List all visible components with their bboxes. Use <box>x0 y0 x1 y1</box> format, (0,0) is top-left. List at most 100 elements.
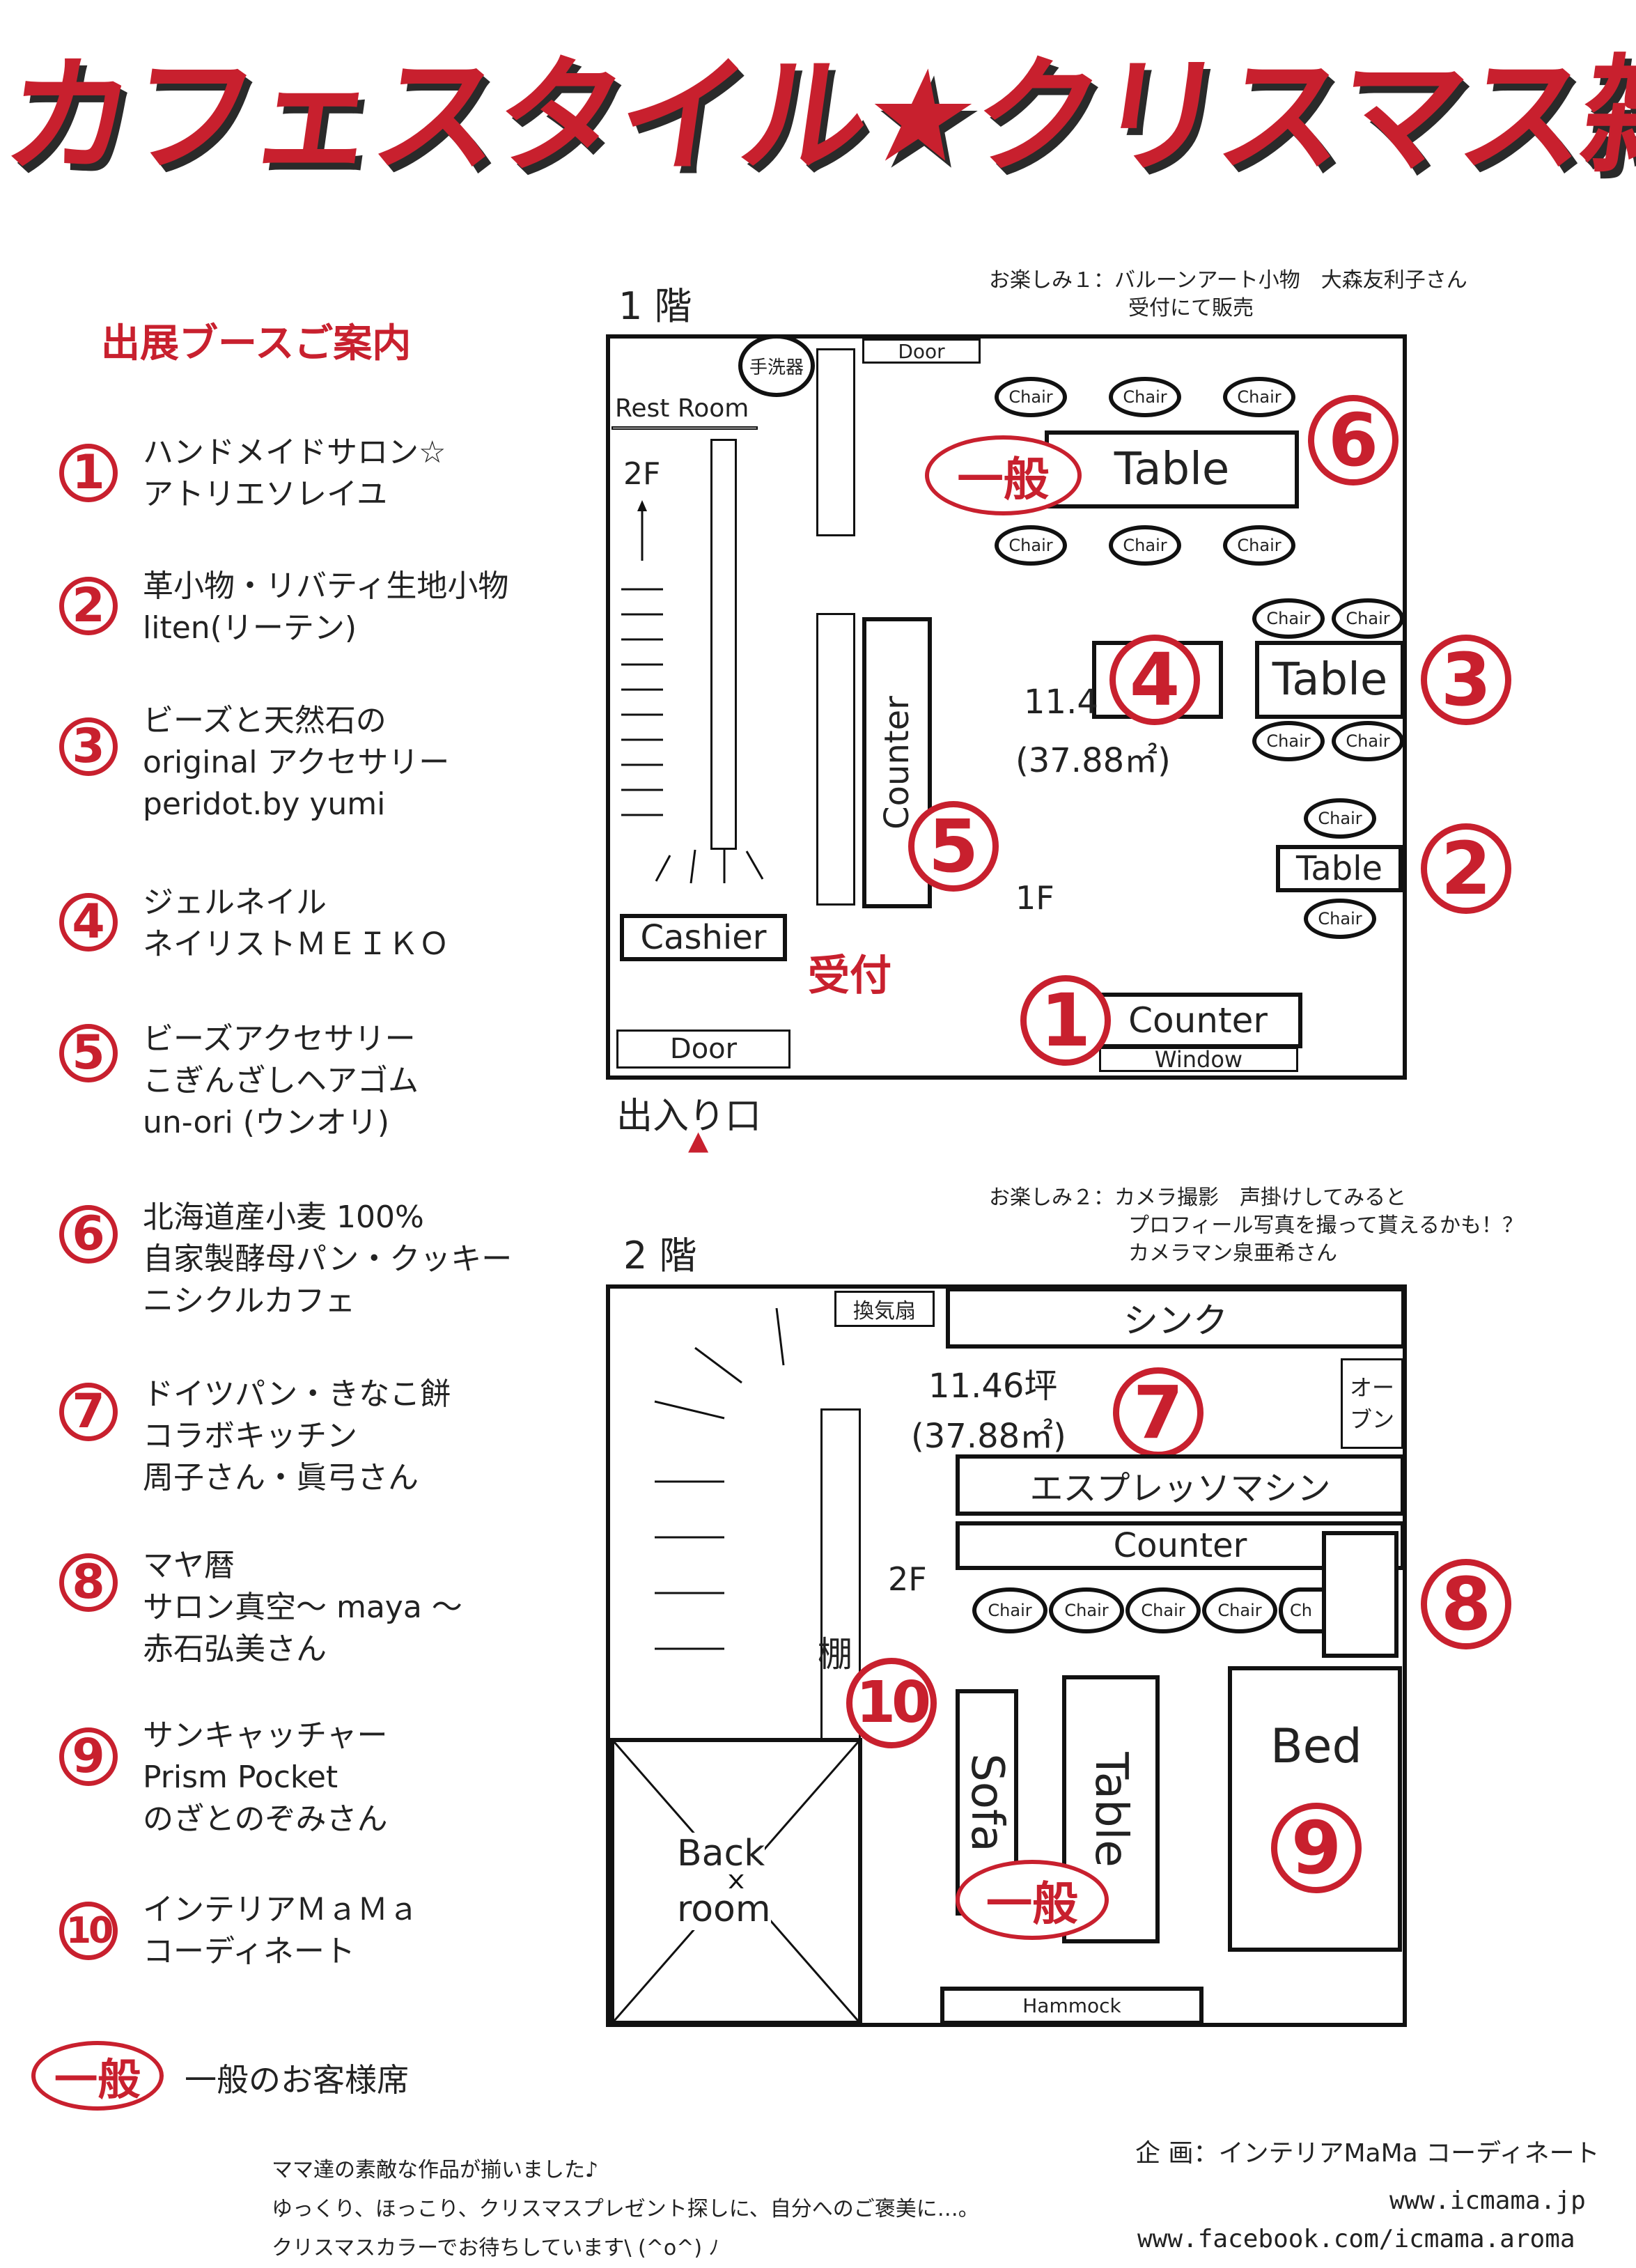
legend-item-2: 革小物・リバティ生地小物 liten(リーテン) <box>143 566 508 649</box>
floor1-stairs <box>621 500 764 884</box>
footer-organizer: 企 画：インテリアMaMa コーディネート <box>1135 2139 1600 2168</box>
floor2-ippan-badge: 一般 <box>956 1860 1109 1940</box>
floor2-oven: オー ブン <box>1341 1358 1403 1449</box>
floor2-espresso-machine: エスプレッソマシン <box>956 1454 1405 1516</box>
legend-item-4: ジェルネイル ネイリストＭＥＩＫＯ <box>143 882 449 965</box>
floor2-area-sqm: (37.88㎡) <box>911 1417 1066 1456</box>
legend-item-10: インテリアＭａＭａ コーディネート <box>143 1889 419 1973</box>
legend-line: こぎんざしヘアゴム <box>143 1063 419 1098</box>
note-line: プロフィール写真を撮って貰えるかも！？ <box>1128 1213 1523 1238</box>
legend-number-5: 5 <box>59 1024 118 1082</box>
legend-line: ニシクルカフェ <box>143 1283 356 1319</box>
legend-line: インテリアＭａＭａ <box>143 1892 419 1927</box>
floor1-wall-upper <box>816 348 855 536</box>
chair: Ch <box>1279 1587 1322 1633</box>
chair: Chair <box>995 377 1067 417</box>
legend-line: liten(リーテン) <box>143 610 357 646</box>
legend-line: のざとのぞみさん <box>143 1801 388 1837</box>
floor2-vent-fan: 換気扇 <box>834 1291 935 1327</box>
legend-number-2: 2 <box>59 577 118 635</box>
legend-number-7: 7 <box>59 1383 118 1441</box>
floor1-stair-rail <box>710 439 737 850</box>
booth-5-marker: 5 <box>908 801 999 892</box>
chair: Chair <box>1202 1587 1277 1633</box>
footer-line: クリスマスカラーでお待ちしています\ (^o^) ﾉ <box>272 2236 719 2260</box>
legend-number-8: 8 <box>59 1553 118 1612</box>
chair: Chair <box>1252 598 1325 639</box>
legend-line: サンキャッチャー <box>143 1718 388 1753</box>
booth-3-marker: 3 <box>1421 635 1511 725</box>
floor1-counter-1: Counter <box>1093 993 1302 1048</box>
floor1-reception: 受付 <box>808 952 891 1000</box>
booth-6-marker: 6 <box>1308 395 1399 486</box>
legend-line: Prism Pocket <box>143 1760 338 1795</box>
booth-10-marker: 10 <box>846 1658 937 1748</box>
counter-label: Counter <box>878 696 917 830</box>
chair: Chair <box>1125 1587 1201 1633</box>
chair: Chair <box>1304 899 1376 939</box>
chair: Chair <box>1304 798 1376 839</box>
floor2-back-room: Back room <box>610 1738 862 2025</box>
legend-number-4: 4 <box>59 893 118 952</box>
chair: Chair <box>1109 377 1181 417</box>
floor2-area: 11.46坪 <box>928 1367 1058 1406</box>
oven-label-a: オー <box>1349 1374 1394 1401</box>
chair: Chair <box>1223 377 1295 417</box>
floor1-window: Window <box>1099 1046 1298 1073</box>
legend-number-10: 10 <box>59 1902 118 1960</box>
legend-item-7: ドイツパン・きなこ餅 コラボキッチン 周子さん・眞弓さん <box>143 1374 451 1499</box>
sofa-label: Sofa <box>961 1753 1013 1852</box>
legend-line: un-ori (ウンオリ) <box>143 1105 390 1140</box>
floor1-door-top: Door <box>862 339 981 364</box>
restroom-divider <box>611 426 758 430</box>
chair: Chair <box>1332 598 1404 639</box>
legend-number-3: 3 <box>59 717 118 776</box>
footer-facebook: www.facebook.com/icmama.aroma <box>1137 2225 1575 2253</box>
floor1-area: 11.4 <box>1024 683 1098 722</box>
legend-line: サロン真空～ maya ～ <box>143 1590 462 1625</box>
note-line: お楽しみ１：バルーンアート小物 大森友利子さん <box>989 268 1467 293</box>
footer-line: ママ達の素敵な作品が揃いました♪ <box>272 2158 599 2182</box>
floor1-wall-lower <box>816 613 855 906</box>
legend-line: 革小物・リバティ生地小物 <box>143 568 509 604</box>
floor2-shelf-label: 棚 <box>818 1634 852 1675</box>
floor1-table-3: Table <box>1255 641 1405 719</box>
oven-label-b: ブン <box>1349 1406 1394 1433</box>
bed-label: Bed <box>1270 1719 1362 1774</box>
chair: Chair <box>1049 1587 1124 1633</box>
chair: Chair <box>1332 721 1404 761</box>
legend-item-6: 北海道産小麦 100% 自家製酵母パン・クッキー ニシクルカフェ <box>143 1197 512 1322</box>
booth-7-marker: 7 <box>1113 1367 1203 1458</box>
floor2-name: 2F <box>888 1560 927 1598</box>
chair: Chair <box>1109 525 1181 566</box>
floor1-hand-sink: 手洗器 <box>738 334 815 397</box>
floor2-sink: シンク <box>946 1287 1405 1349</box>
legend-line: コーディネート <box>143 1934 355 1969</box>
legend-number-6: 6 <box>59 1205 118 1264</box>
legend-line: 北海道産小麦 100% <box>143 1199 424 1235</box>
booth-4-marker: 4 <box>1109 635 1200 725</box>
note-line: 受付にて販売 <box>1128 296 1254 320</box>
floor1-restroom-label: Rest Room <box>615 394 749 423</box>
legend-line: ネイリストＭＥＩＫＯ <box>143 926 449 962</box>
floor1-cashier: Cashier <box>620 914 787 961</box>
legend-line: マヤ暦 <box>143 1548 235 1583</box>
note-line: お楽しみ２：カメラ撮影 声掛けしてみると <box>989 1186 1407 1210</box>
floor1-label: 1 階 <box>618 284 692 328</box>
legend-line: 赤石弘美さん <box>143 1631 327 1667</box>
legend-line: ビーズアクセサリー <box>143 1021 416 1057</box>
legend-heading: 出展ブースご案内 <box>101 321 412 366</box>
floor1-note: お楽しみ１：バルーンアート小物 大森友利子さん 受付にて販売 <box>989 267 1467 323</box>
footer-message: ママ達の素敵な作品が揃いました♪ ゆっくり、ほっこり、クリスマスプレゼント探しに… <box>272 2151 979 2268</box>
floor2-hammock: Hammock <box>940 1987 1203 2025</box>
note-line: カメラマン泉亜希さん <box>1128 1241 1337 1266</box>
back-room-label-b: room <box>677 1888 771 1930</box>
legend-line: 自家製酵母パン・クッキー <box>143 1241 513 1277</box>
table-label: Table <box>1085 1751 1137 1867</box>
ippan-label: 一般のお客様席 <box>185 2061 409 2099</box>
legend-item-9: サンキャッチャー Prism Pocket のざとのぞみさん <box>143 1715 388 1840</box>
legend-line: ジェルネイル <box>143 885 327 920</box>
legend-line: peridot.by yumi <box>143 786 386 822</box>
legend-line: ハンドメイドサロン☆ <box>143 435 446 470</box>
booth-8-marker: 8 <box>1421 1559 1511 1649</box>
